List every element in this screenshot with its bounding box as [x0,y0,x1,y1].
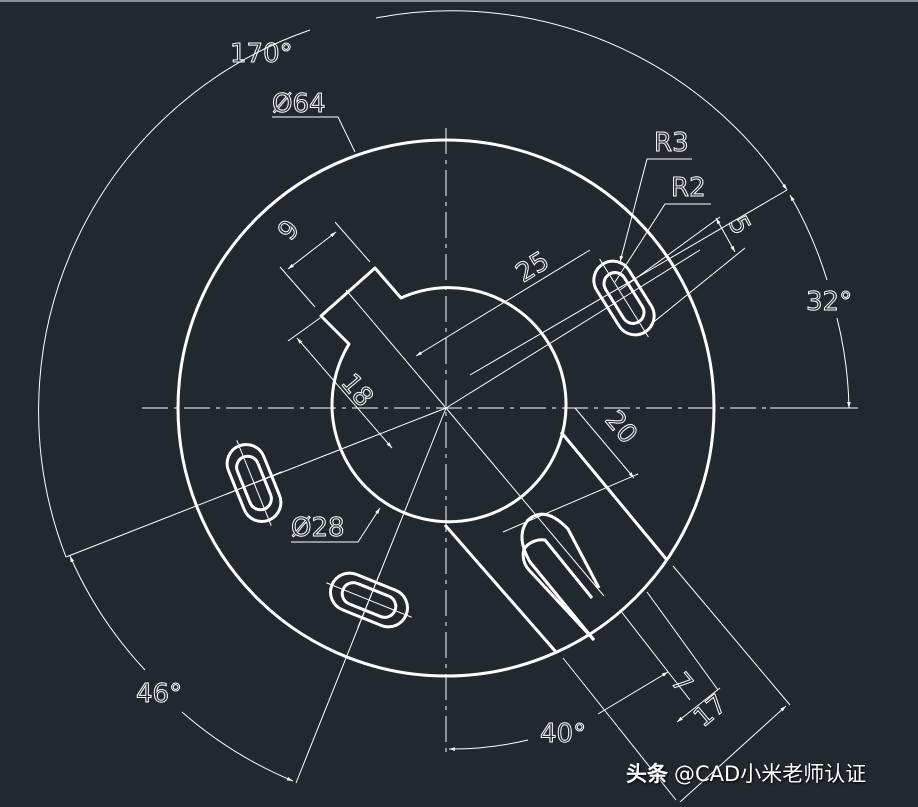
channel [443,431,669,653]
angle-arc-170 [38,29,311,558]
dim-angle-40: 40° [540,719,586,749]
leader-o64 [272,116,356,153]
angle-arc-40 [448,739,529,751]
angle-arc-170b [375,10,788,191]
watermark: 头条@CAD小米老师认证 [626,758,866,788]
dim-angle-46: 46° [136,679,182,709]
slot-upper-right [592,258,656,338]
angle-arc-32 [789,194,828,281]
angle-arc-46 [69,555,146,671]
dim-slot-width-5: 5 [722,211,756,240]
dim-r3: R3 [654,128,689,158]
center-lines [142,128,858,752]
leader-o28 [291,507,381,543]
dim-slot-width-7: 7 [665,667,699,699]
leader-r3 [619,158,692,263]
dim-r2: R2 [671,173,706,203]
channel-slot [520,512,601,641]
leader-r2 [614,203,711,283]
watermark-author: @CAD小米老师认证 [674,762,867,786]
dim-channel-width-17: 17 [688,689,733,733]
outer-circle [176,138,716,678]
watermark-source: 头条 [626,762,668,786]
dim-pcd-25: 25 [511,246,555,289]
angle-arc-46b [181,711,294,782]
angle-arc-32b [836,317,851,409]
dim-outer-diameter: Ø64 [272,89,326,119]
dim-key-depth-18: 18 [335,368,379,413]
dim-key-width-9: 9 [272,215,306,247]
dim-angle-32: 32° [806,287,852,317]
dim-angle-170: 170° [230,39,293,69]
dim-inner-diameter: Ø28 [291,513,345,543]
window-top-border [0,0,918,2]
